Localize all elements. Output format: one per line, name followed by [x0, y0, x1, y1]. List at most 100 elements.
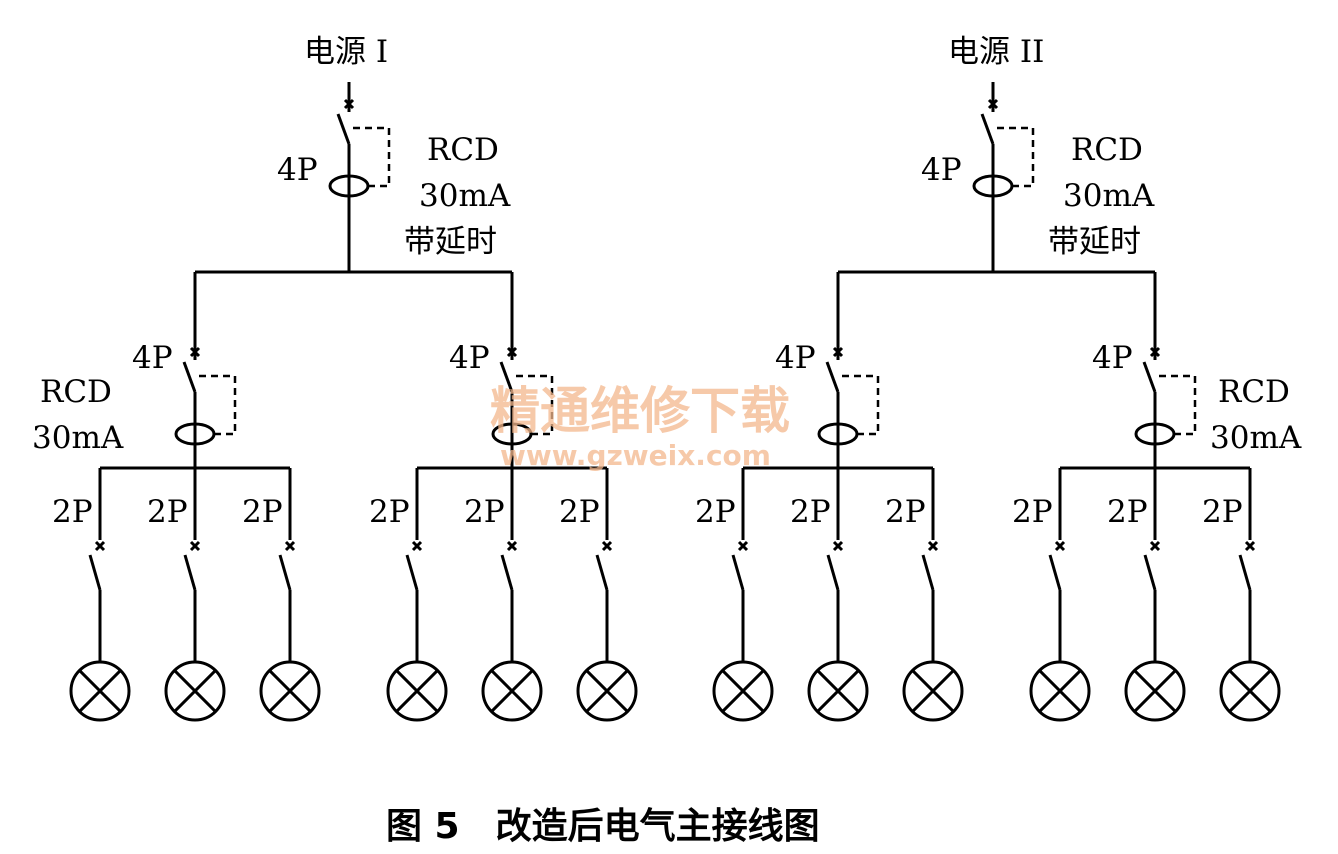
group-1-branch-1-lamp — [69, 660, 131, 722]
group-4-branch-1-lamp — [1029, 660, 1091, 722]
group-2-branch-1-switch-blade — [405, 554, 419, 591]
group-2-branch-3-switch-blade — [595, 554, 609, 591]
group-4-branch-3-lamp-cross — [1228, 669, 1272, 713]
source-2-main-rcd-text-2: 30mA — [1063, 178, 1155, 214]
group-3-branch-2-poles-label: 2P — [790, 494, 831, 530]
group-4-rcd-text-1: RCD — [1218, 374, 1290, 410]
watermark-line1: 精通维修下载 — [490, 382, 790, 440]
group-3-breaker-contact-mark — [832, 346, 844, 358]
group-1-branch-1-lamp-cross — [78, 669, 122, 713]
group-3-branch-3-lamp-cross — [911, 669, 955, 713]
group-1-branch-3-lamp — [259, 660, 321, 722]
group-4-branch-1-poles-label: 2P — [1012, 494, 1053, 530]
group-1-breaker-rcd-toroid — [174, 422, 216, 446]
group-4-branch-2-contact-mark — [1149, 540, 1161, 552]
source-2-main-poles-label: 4P — [921, 152, 962, 188]
group-3-branch-2-lamp-cross — [816, 669, 860, 713]
group-3-branch-3-switch-blade — [921, 554, 935, 591]
group-3-branch-2-lamp — [807, 660, 869, 722]
group-1-breaker-contact-mark — [189, 346, 201, 358]
group-4-branch-2-poles-label: 2P — [1107, 494, 1148, 530]
source-2-main-breaker-switch-blade — [980, 113, 995, 145]
group-2-branch-2-contact-mark — [506, 540, 518, 552]
group-2-branch-2-poles-label: 2P — [464, 494, 505, 530]
group-4-branch-1-lamp-cross — [1038, 669, 1082, 713]
group-2-breaker-rcd-toroid — [491, 422, 533, 446]
group-1-rcd-text-1: RCD — [40, 374, 112, 410]
group-3-branch-1-lamp-cross — [721, 669, 765, 713]
source-1-main-breaker-switch-blade — [336, 113, 351, 145]
group-2-branch-2-lamp — [481, 660, 543, 722]
group-1-branch-1-switch-blade — [88, 554, 102, 591]
group-3-poles-label: 4P — [775, 340, 816, 376]
source-2-main-breaker-contact-mark — [987, 98, 999, 110]
source-1-main-breaker-rcd-link — [353, 126, 391, 188]
group-3-branch-1-switch-blade — [731, 554, 745, 591]
group-2-branch-1-lamp-cross — [395, 669, 439, 713]
group-2-branch-3-lamp — [576, 660, 638, 722]
group-4-branch-2-lamp-cross — [1133, 669, 1177, 713]
watermark: 精通维修下载 www.gzweix.com — [490, 382, 790, 472]
group-4-branch-3-switch-blade — [1238, 554, 1252, 591]
group-3-branch-3-lamp — [902, 660, 964, 722]
group-2-branch-1-lamp — [386, 660, 448, 722]
group-4-branch-3-poles-label: 2P — [1202, 494, 1243, 530]
group-1-branch-3-switch-blade — [278, 554, 292, 591]
group-4-branch-2-lamp — [1124, 660, 1186, 722]
source-2-label: 电源 II — [948, 34, 1044, 70]
group-4-breaker-switch-blade — [1142, 361, 1157, 393]
group-1-branch-3-contact-mark — [284, 540, 296, 552]
group-3-branch-1-contact-mark — [737, 540, 749, 552]
source-1-main-rcd-text-3: 带延时 — [404, 224, 497, 260]
group-2-branch-2-switch-blade — [500, 554, 514, 591]
source-1-main-rcd-text-2: 30mA — [419, 178, 511, 214]
group-3-breaker-switch-blade — [825, 361, 840, 393]
group-2-poles-label: 4P — [449, 340, 490, 376]
group-1-breaker-rcd-link — [199, 374, 237, 436]
group-4-breaker-rcd-toroid — [1134, 422, 1176, 446]
group-4-branch-1-switch-blade — [1048, 554, 1062, 591]
group-2-breaker-rcd-link — [516, 374, 554, 436]
group-1-branch-3-poles-label: 2P — [242, 494, 283, 530]
group-2-branch-1-contact-mark — [411, 540, 423, 552]
group-3-branch-1-lamp — [712, 660, 774, 722]
wiring-lines — [69, 82, 1281, 722]
group-3-branch-3-contact-mark — [927, 540, 939, 552]
source-1-main-breaker-contact-mark — [343, 98, 355, 110]
group-1-branch-3-lamp-cross — [268, 669, 312, 713]
figure-caption: 图 5 改造后电气主接线图 — [386, 806, 820, 847]
group-1-branch-2-lamp — [164, 660, 226, 722]
group-4-poles-label: 4P — [1092, 340, 1133, 376]
group-1-poles-label: 4P — [132, 340, 173, 376]
group-4-branch-1-contact-mark — [1054, 540, 1066, 552]
group-2-branch-3-poles-label: 2P — [559, 494, 600, 530]
group-1-branch-1-contact-mark — [94, 540, 106, 552]
group-1-branch-2-switch-blade — [183, 554, 197, 591]
group-3-breaker-rcd-link — [842, 374, 880, 436]
group-1-rcd-text-2: 30mA — [32, 420, 124, 456]
group-2-breaker-switch-blade — [499, 361, 514, 393]
source-1-main-rcd-text-1: RCD — [427, 132, 499, 168]
source-1-main-breaker-rcd-toroid — [328, 174, 370, 198]
group-3-branch-3-poles-label: 2P — [885, 494, 926, 530]
diagram-labels: 电源 I 4P RCD 30mA 带延时 电源 II 4P RCD 30mA 带延时 4P RCD 30… — [32, 34, 1302, 530]
group-3-branch-1-poles-label: 2P — [695, 494, 736, 530]
group-2-branch-1-poles-label: 2P — [369, 494, 410, 530]
source-2-main-rcd-text-3: 带延时 — [1048, 224, 1141, 260]
source-2-main-rcd-text-1: RCD — [1071, 132, 1143, 168]
group-1-branch-2-poles-label: 2P — [147, 494, 188, 530]
group-1-branch-2-contact-mark — [189, 540, 201, 552]
source-2-main-breaker-rcd-toroid — [972, 174, 1014, 198]
group-3-branch-2-switch-blade — [826, 554, 840, 591]
watermark-line2: www.gzweix.com — [500, 439, 771, 472]
group-2-breaker-contact-mark — [506, 346, 518, 358]
group-4-breaker-contact-mark — [1149, 346, 1161, 358]
group-1-branch-1-poles-label: 2P — [52, 494, 93, 530]
group-1-breaker-switch-blade — [182, 361, 197, 393]
group-4-branch-3-lamp — [1219, 660, 1281, 722]
group-2-branch-3-contact-mark — [601, 540, 613, 552]
group-4-rcd-text-2: 30mA — [1210, 420, 1302, 456]
group-2-branch-3-lamp-cross — [585, 669, 629, 713]
source-1-label: 电源 I — [304, 34, 388, 70]
